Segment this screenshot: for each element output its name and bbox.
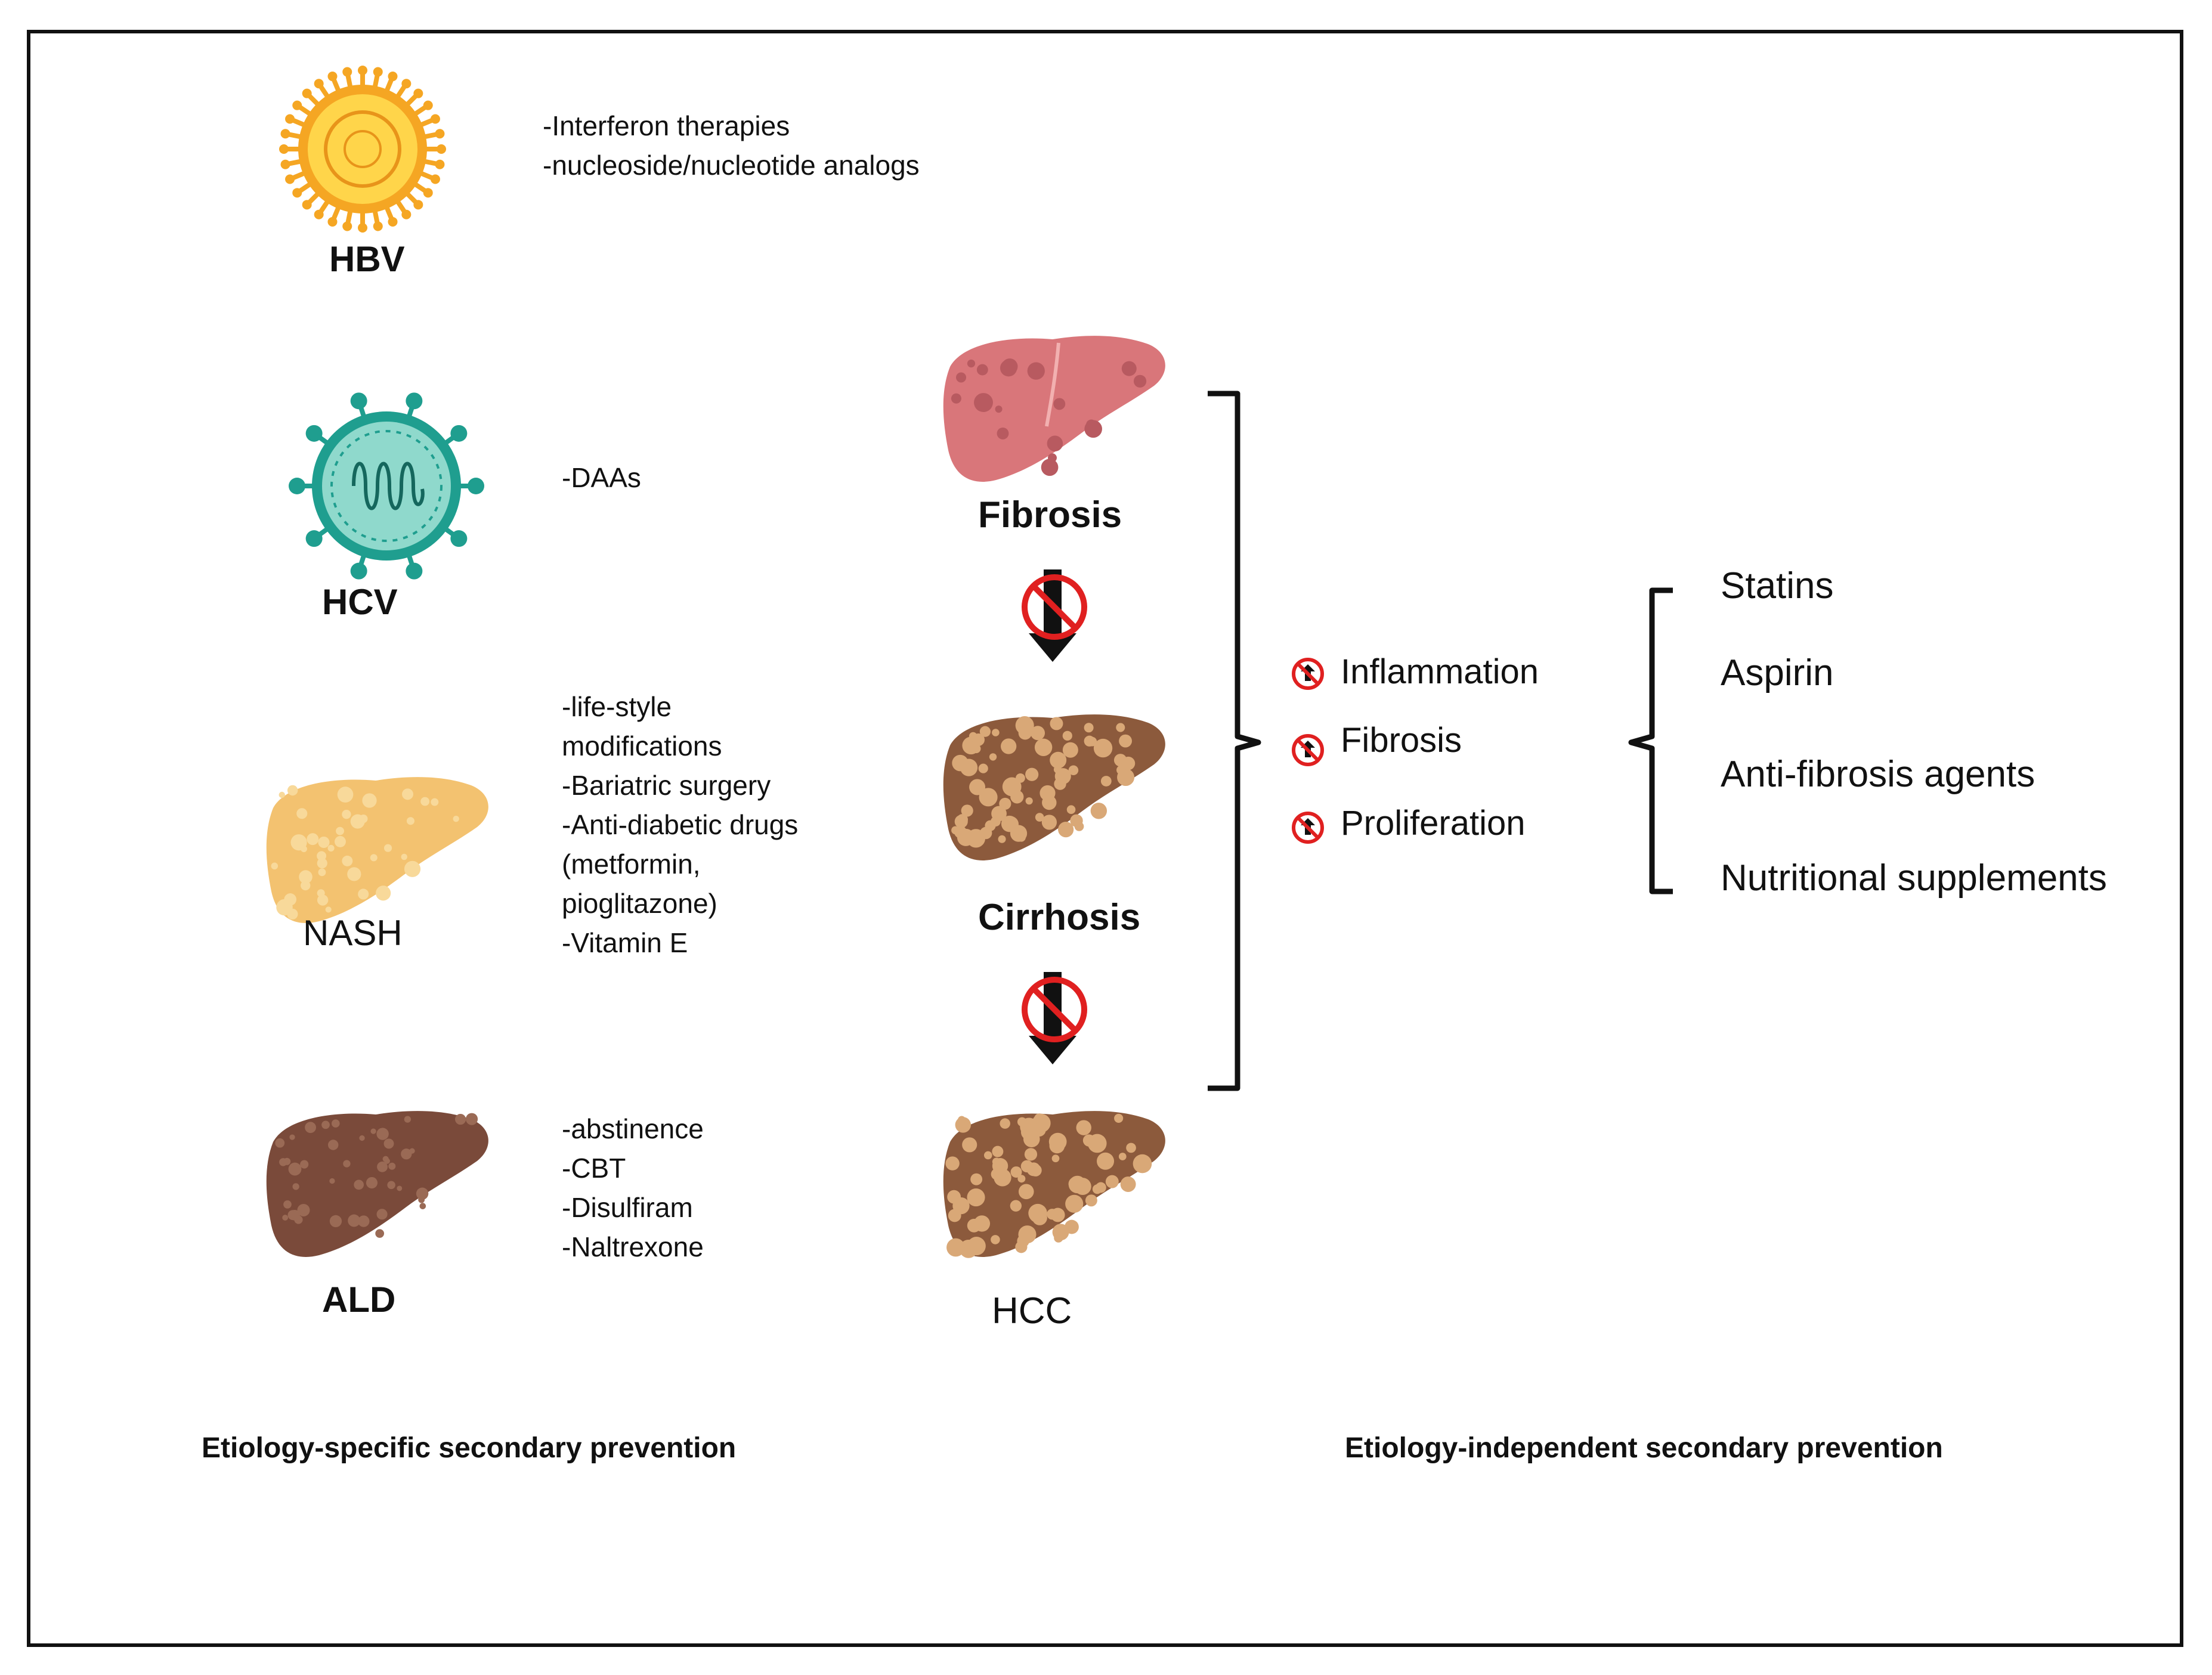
- treatment-item: pioglitazone): [562, 888, 717, 919]
- treatment-item: -nucleoside/nucleotide analogs: [543, 150, 920, 181]
- stages-bracket: [1208, 391, 1261, 1091]
- treatment-list-hcv: -DAAs: [562, 458, 641, 497]
- treatment-item: -CBT: [562, 1153, 626, 1184]
- agent-aspirin: Aspirin: [1721, 652, 1834, 693]
- etiology-label-hcv: HCV: [322, 582, 398, 622]
- cirrhosis-liver-icon: [943, 714, 1165, 860]
- etiology-label-ald: ALD: [322, 1280, 396, 1320]
- treatment-list-ald: -abstinence -CBT -Disulfiram -Naltrexone: [562, 1109, 704, 1267]
- stage-label-fibrosis: Fibrosis: [978, 494, 1122, 535]
- treatment-item: modifications: [562, 730, 722, 761]
- fibrosis-liver-icon: [943, 336, 1165, 482]
- blocked-arrow-icon: [1025, 569, 1084, 662]
- treatment-item: -Disulfiram: [562, 1192, 693, 1223]
- treatment-list-nash: -life-style modifications -Bariatric sur…: [562, 687, 798, 962]
- hbv-virus-icon: [279, 66, 446, 233]
- treatment-item: -abstinence: [562, 1113, 704, 1144]
- treatment-item: -Anti-diabetic drugs: [562, 809, 799, 840]
- treatment-item: -Naltrexone: [562, 1231, 704, 1262]
- footer-left-caption: Etiology-specific secondary prevention: [202, 1432, 737, 1464]
- hcv-virus-icon: [289, 392, 484, 580]
- agent-nutritional-supplements: Nutritional supplements: [1721, 857, 2107, 899]
- treatment-item: -DAAs: [562, 462, 641, 493]
- ald-liver-icon: [266, 1111, 488, 1257]
- inhibit-icon: [1294, 736, 1322, 764]
- stage-label-cirrhosis: Cirrhosis: [978, 897, 1141, 938]
- etiology-label-hbv: HBV: [329, 239, 405, 279]
- agent-anti-fibrosis: Anti-fibrosis agents: [1721, 754, 2035, 795]
- footer-right-caption: Etiology-independent secondary preventio…: [1345, 1432, 1943, 1464]
- effect-fibrosis: Fibrosis: [1341, 721, 1462, 760]
- hcc-liver-icon: [943, 1111, 1165, 1258]
- treatment-list-hbv: -Interferon therapies -nucleoside/nucleo…: [543, 106, 920, 185]
- treatment-item: -Interferon therapies: [543, 110, 790, 141]
- stage-label-hcc: HCC: [992, 1290, 1072, 1332]
- etiology-label-nash: NASH: [303, 913, 403, 953]
- treatment-item: (metformin,: [562, 849, 701, 880]
- treatment-item: -life-style: [562, 691, 672, 722]
- treatment-item: -Bariatric surgery: [562, 770, 771, 801]
- blocked-arrow-icon: [1025, 972, 1084, 1064]
- nash-liver-icon: [266, 777, 488, 923]
- treatment-item: -Vitamin E: [562, 927, 688, 958]
- effect-inflammation: Inflammation: [1341, 652, 1539, 691]
- inhibit-icon: [1294, 813, 1322, 842]
- agents-brace: [1628, 587, 1673, 894]
- agent-statins: Statins: [1721, 565, 1834, 606]
- effect-proliferation: Proliferation: [1341, 804, 1526, 843]
- inhibit-icon: [1294, 660, 1322, 688]
